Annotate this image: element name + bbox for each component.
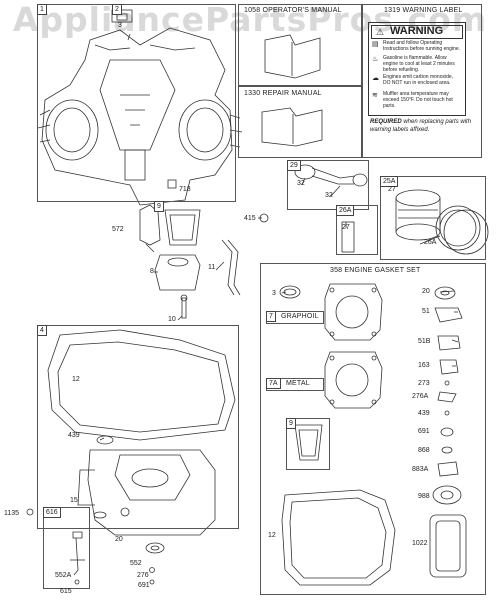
part-label: 1135 [4, 510, 20, 517]
part-label: 691 [418, 428, 430, 435]
box-label: 616 [43, 507, 61, 518]
part-label: 51B [418, 338, 431, 345]
warning-line-1: Read and follow Operating Instructions b… [383, 40, 460, 52]
box-label: 29 [287, 160, 301, 171]
graphoil-label: GRAPHOIL [281, 313, 319, 320]
section-governor-shaft [43, 507, 90, 589]
section-gasket-set [260, 263, 486, 595]
part-label: 10 [168, 316, 176, 323]
book-icon: ▤ [372, 41, 379, 48]
part-label: 12 [268, 532, 276, 539]
box-label: 26A [336, 205, 355, 216]
warning-header: ⚠ WARNING [371, 25, 463, 39]
box-label: 7A [266, 378, 281, 389]
box-label: 9 [154, 201, 164, 212]
connecting-rod-drawing [294, 164, 368, 187]
part-label: 276A [412, 393, 429, 400]
part-label: 11 [208, 264, 216, 271]
box-label: 25A [380, 176, 399, 187]
warning-line-3: Engines emit carbon monoxide, DO NOT run… [383, 74, 454, 86]
part-label: 27 [342, 224, 350, 231]
part-label: 32 [325, 192, 333, 199]
section-piston-pin [336, 205, 378, 255]
required-word: REQUIRED [370, 119, 402, 125]
section-crankcase [37, 325, 239, 529]
part-label: 439 [418, 410, 430, 417]
section-repair-manual [238, 86, 362, 158]
part-label: 552A [55, 572, 72, 579]
gasket-set-drawing [279, 283, 467, 586]
warning-label-card: ⚠ WARNING Read and follow Operating Inst… [368, 22, 466, 116]
part-label: 3 [118, 22, 122, 29]
part-label: 1022 [412, 540, 428, 547]
warning-label-title: 1319 WARNING LABEL [384, 7, 463, 14]
part-label: 552 [130, 560, 142, 567]
required-text: when replacing parts with warning labels… [370, 119, 472, 133]
box-label: 9 [286, 418, 296, 429]
warning-line-2: Gasoline is flammable. Allow engine to c… [383, 55, 455, 73]
part-label: 415 [244, 215, 256, 222]
part-label: 273 [418, 380, 430, 387]
warning-required-note: REQUIRED when replacing parts with warni… [370, 118, 474, 134]
part-label: 615 [60, 588, 72, 595]
part-label: 20 [422, 288, 430, 295]
part-label: 988 [418, 493, 430, 500]
part-label: 163 [418, 362, 430, 369]
crankcase-drawing [47, 329, 236, 536]
box-label: 2 [112, 4, 122, 15]
part-label: 3 [272, 290, 276, 297]
operators-manual-title: 1058 OPERATOR'S MANUAL [244, 7, 342, 14]
section-connecting-rod [287, 160, 369, 210]
part-label: 439 [68, 432, 80, 439]
repair-manual-drawing [261, 107, 323, 147]
gasket-set-title: 358 ENGINE GASKET SET [330, 267, 421, 274]
part-label: 12 [72, 376, 80, 383]
box-label: 7 [266, 311, 276, 322]
metal-label: METAL [286, 380, 310, 387]
section-cylinder-block [37, 4, 236, 202]
warning-heading: WARNING [390, 25, 444, 37]
section-operators-manual [238, 4, 362, 86]
section-piston [380, 176, 486, 260]
warning-line-4: Muffler area temperature may exceed 150°… [383, 91, 453, 109]
part-label: 20 [115, 536, 123, 543]
part-label: 27 [388, 186, 396, 193]
part-label: 26A [424, 239, 437, 246]
part-label: 572 [112, 226, 124, 233]
part-label: 8 [150, 268, 154, 275]
box-label: 4 [37, 325, 47, 336]
part-label: 868 [418, 447, 430, 454]
part-label: 32 [297, 180, 305, 187]
watermark: AppliancePartsPros.com [12, 0, 488, 39]
piston-drawing [395, 189, 489, 255]
operators-manual-drawing [264, 34, 321, 79]
section-gasket-9 [286, 418, 330, 470]
flame-icon: ♨ [372, 56, 379, 63]
section-warning-label [362, 4, 482, 158]
fumes-icon: ☁ [372, 75, 379, 82]
part-label: 718 [179, 186, 191, 193]
part-label: 691 [138, 582, 150, 589]
part-label: 15 [70, 497, 78, 504]
warning-triangle-icon: ⚠ [376, 27, 385, 37]
hot-surface-icon: ≋ [372, 92, 378, 99]
part-label: 276 [137, 572, 149, 579]
repair-manual-title: 1330 REPAIR MANUAL [244, 90, 322, 97]
part-label: 51 [422, 308, 430, 315]
box-label: 1 [37, 4, 47, 15]
part-label: 883A [412, 466, 429, 473]
